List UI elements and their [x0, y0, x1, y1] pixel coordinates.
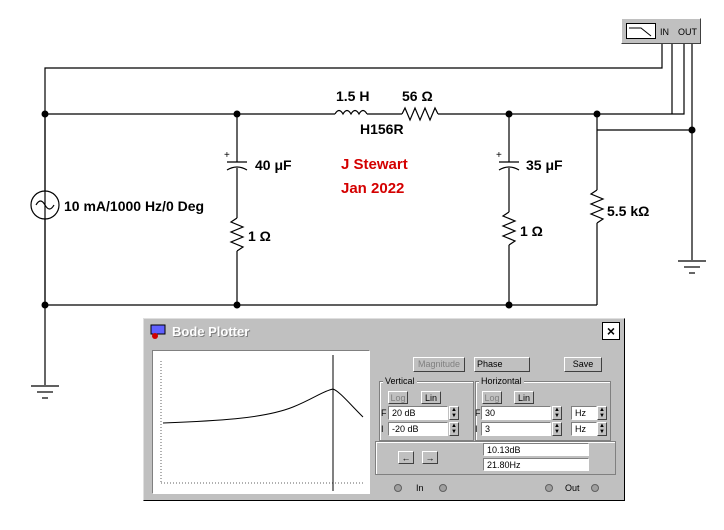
vertical-final-field[interactable]: 20 dB [388, 406, 448, 420]
horizontal-title: Horizontal [479, 376, 524, 386]
in-terminal-label: IN [660, 27, 669, 37]
vertical-initial-field[interactable]: -20 dB [388, 422, 448, 436]
out-terminal-text: Out [565, 483, 580, 493]
save-button[interactable]: Save [564, 357, 602, 372]
cap1-resistor-label: 1 Ω [248, 228, 271, 244]
vertical-f-label: F [381, 408, 387, 418]
horizontal-final-spinner[interactable]: ▲▼ [552, 406, 562, 420]
out-terminal-plus[interactable] [545, 484, 553, 492]
readout-frequency: 21.80Hz [483, 458, 589, 471]
source-label: 10 mA/1000 Hz/0 Deg [64, 198, 205, 214]
out-terminal-minus[interactable] [591, 484, 599, 492]
horizontal-initial-field[interactable]: 3 [481, 422, 551, 436]
magnitude-curve [162, 388, 364, 424]
cap2-label: 35 μF [526, 157, 563, 173]
vertical-initial-spinner[interactable]: ▲▼ [449, 422, 459, 436]
bode-app-icon [150, 324, 166, 340]
vertical-group [379, 381, 474, 441]
phase-button[interactable]: Phase [474, 357, 530, 372]
svg-text:+: + [224, 150, 230, 161]
cap2-resistor-label: 1 Ω [520, 223, 543, 239]
vertical-title: Vertical [383, 376, 417, 386]
model-name-label: H156R [360, 121, 404, 137]
bode-plotter-window: Bode Plotter × Magnitude Phase Save Vert… [143, 318, 625, 501]
in-terminal-text: In [416, 483, 424, 493]
load-resistor-label: 5.5 kΩ [607, 203, 650, 219]
cap1-label: 40 μF [255, 157, 292, 173]
readout-group [375, 441, 616, 475]
horizontal-group [475, 381, 611, 441]
horizontal-i-label: I [475, 424, 478, 434]
horizontal-initial-unit[interactable]: Hz [571, 422, 597, 436]
horizontal-final-unit[interactable]: Hz [571, 406, 597, 420]
bode-plot-area[interactable] [152, 350, 370, 494]
out-terminal-label: OUT [678, 27, 697, 37]
author-name: J Stewart [341, 156, 408, 173]
in-terminal-minus[interactable] [439, 484, 447, 492]
horizontal-log-button[interactable]: Log [482, 391, 502, 404]
series-resistor-label: 56 Ω [402, 88, 433, 104]
horizontal-initial-spinner[interactable]: ▲▼ [552, 422, 562, 436]
in-terminal-plus[interactable] [394, 484, 402, 492]
bode-screen-icon [626, 23, 656, 39]
readout-magnitude: 10.13dB [483, 443, 589, 456]
vertical-final-spinner[interactable]: ▲▼ [449, 406, 459, 420]
horizontal-final-unit-spinner[interactable]: ▲▼ [597, 406, 607, 420]
cursor-left-button[interactable]: ← [398, 451, 414, 464]
svg-text:+: + [496, 150, 502, 161]
bode-title: Bode Plotter [172, 324, 250, 339]
horizontal-f-label: F [475, 408, 481, 418]
horizontal-initial-unit-spinner[interactable]: ▲▼ [597, 422, 607, 436]
vertical-lin-button[interactable]: Lin [421, 391, 441, 404]
author-date: Jan 2022 [341, 180, 405, 197]
horizontal-lin-button[interactable]: Lin [514, 391, 534, 404]
inductor-label: 1.5 H [336, 88, 370, 104]
vertical-log-button[interactable]: Log [388, 391, 408, 404]
bode-title-bar[interactable]: Bode Plotter × [146, 321, 622, 343]
magnitude-button[interactable]: Magnitude [413, 357, 465, 372]
close-button[interactable]: × [602, 322, 620, 340]
cursor-right-button[interactable]: → [422, 451, 438, 464]
vertical-i-label: I [381, 424, 384, 434]
horizontal-final-field[interactable]: 30 [481, 406, 551, 420]
bode-plotter-instrument[interactable]: IN OUT [621, 18, 701, 44]
